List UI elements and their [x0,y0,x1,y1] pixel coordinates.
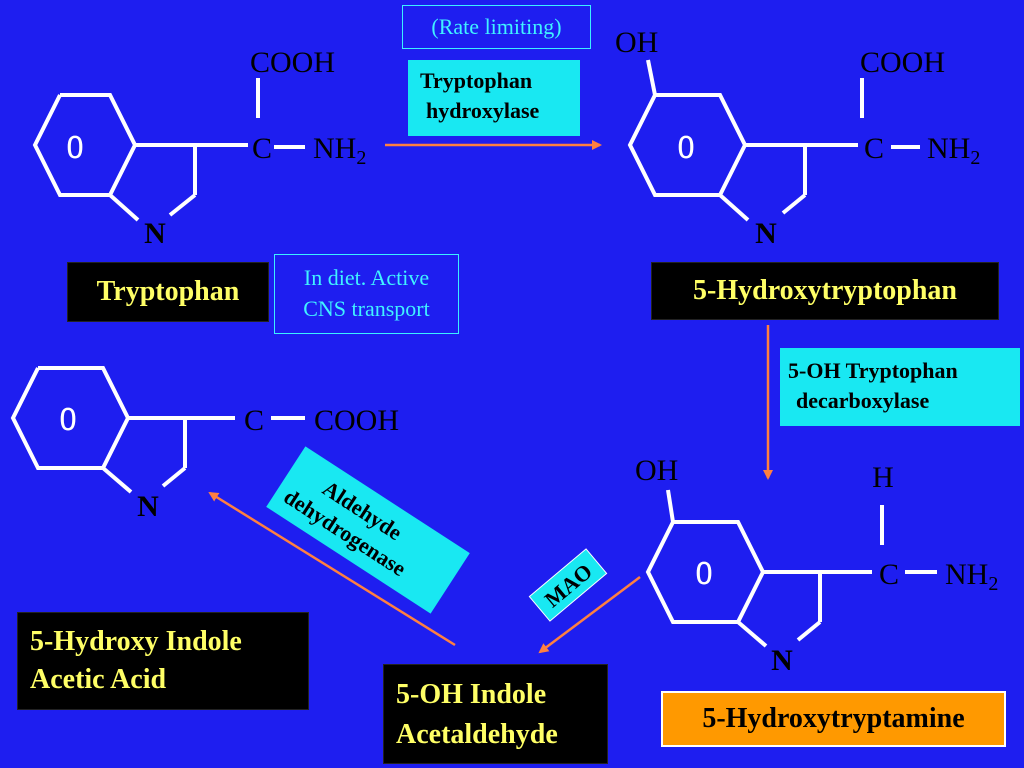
cooh-group: COOH [860,46,945,79]
tph-line-2: hydroxylase [426,98,540,123]
arrow-aldehyde-dh [208,491,456,647]
pyrrole-bond [108,193,140,222]
amine-subscript: 2 [356,147,366,169]
pyrrole-bond [718,193,750,222]
ring-o-atom: O [59,403,77,438]
ring-o-atom: O [66,131,84,166]
ring-o-atom: O [695,557,713,592]
amine-label: NH [945,558,988,591]
tryptophan-structure [32,78,305,222]
hiaa-structure [10,366,305,494]
tph-enzyme-box: Tryptophan hydroxylase [408,60,580,136]
cooh-group: COOH [314,404,399,437]
pyrrole-bond [101,466,133,494]
hydroxytryptophan-label: 5-Hydroxytryptophan [651,262,999,320]
amine-group: NH2 [313,132,366,169]
aldehyde-dh-box-bg [266,446,470,614]
amine-subscript: 2 [970,147,980,169]
nitrogen-atom: N [144,217,166,250]
tryptophan-label: Tryptophan [67,262,269,322]
amine-label: NH [313,132,356,165]
mao-box-bg [528,548,608,622]
serotonin-structure [645,489,937,648]
pyrrole-bond [168,193,197,217]
rate-limiting-text: (Rate limiting) [431,14,562,39]
hiaa-line-1: 5-Hydroxy Indole [30,626,242,657]
hydroxyl-bond [646,59,657,96]
nitrogen-atom: N [755,217,777,250]
cooh-group: COOH [250,46,335,79]
acetaldehyde-label: 5-OH Indole Acetaldehyde [383,664,608,764]
amine-group: NH2 [945,558,998,595]
ring-o-atom: O [677,131,695,166]
carbon-atom: C [244,404,264,437]
pyrrole-bond [796,620,822,642]
diet-line-1: In diet. Active [303,265,430,290]
hiaa-label: 5-Hydroxy Indole Acetic Acid [17,612,309,710]
hydroxytryptophan-text: 5-Hydroxytryptophan [693,275,957,306]
diet-transport-note: In diet. Active CNS transport [274,254,459,334]
hydroxyl-group: OH [635,454,678,487]
amine-label: NH [927,132,970,165]
carbon-atom: C [879,558,899,591]
serotonin-label: 5-Hydroxytryptamine [661,691,1006,747]
pyrrole-bond [781,193,807,215]
rate-limiting-note: (Rate limiting) [402,5,591,49]
tryptophan-text: Tryptophan [96,276,240,307]
arrow-mao [538,576,641,654]
acetaldehyde-line-2: Acetaldehyde [396,719,558,750]
serotonin-text: 5-Hydroxytryptamine [702,703,965,734]
hiaa-line-2: Acetic Acid [30,664,167,695]
nitrogen-atom: N [771,644,793,677]
decarboxylase-line-1: 5-OH Tryptophan [788,358,958,383]
aldehyde-dh-enzyme-box: Aldehyde dehydrogenase [266,446,470,614]
benzene-ring [32,93,138,197]
hydroxyl-group: OH [615,26,658,59]
hydroxyl-bond [666,489,675,523]
pyrrole-bond [161,466,187,488]
carbon-atom: C [252,132,272,165]
decarboxylase-line-2: decarboxylase [796,388,930,413]
carbon-atom: C [864,132,884,165]
hydroxytryptophan-structure [627,59,920,222]
hydrogen-atom: H [872,461,894,494]
tph-line-1: Tryptophan [420,68,533,93]
acetaldehyde-line-1: 5-OH Indole [396,679,547,710]
amine-group: NH2 [927,132,980,169]
pyrrole-bond [736,620,768,648]
amine-subscript: 2 [988,573,998,595]
nitrogen-atom: N [137,490,159,523]
diet-line-2: CNS transport [303,296,430,321]
decarboxylase-enzyme-box: 5-OH Tryptophan decarboxylase [780,348,1020,426]
